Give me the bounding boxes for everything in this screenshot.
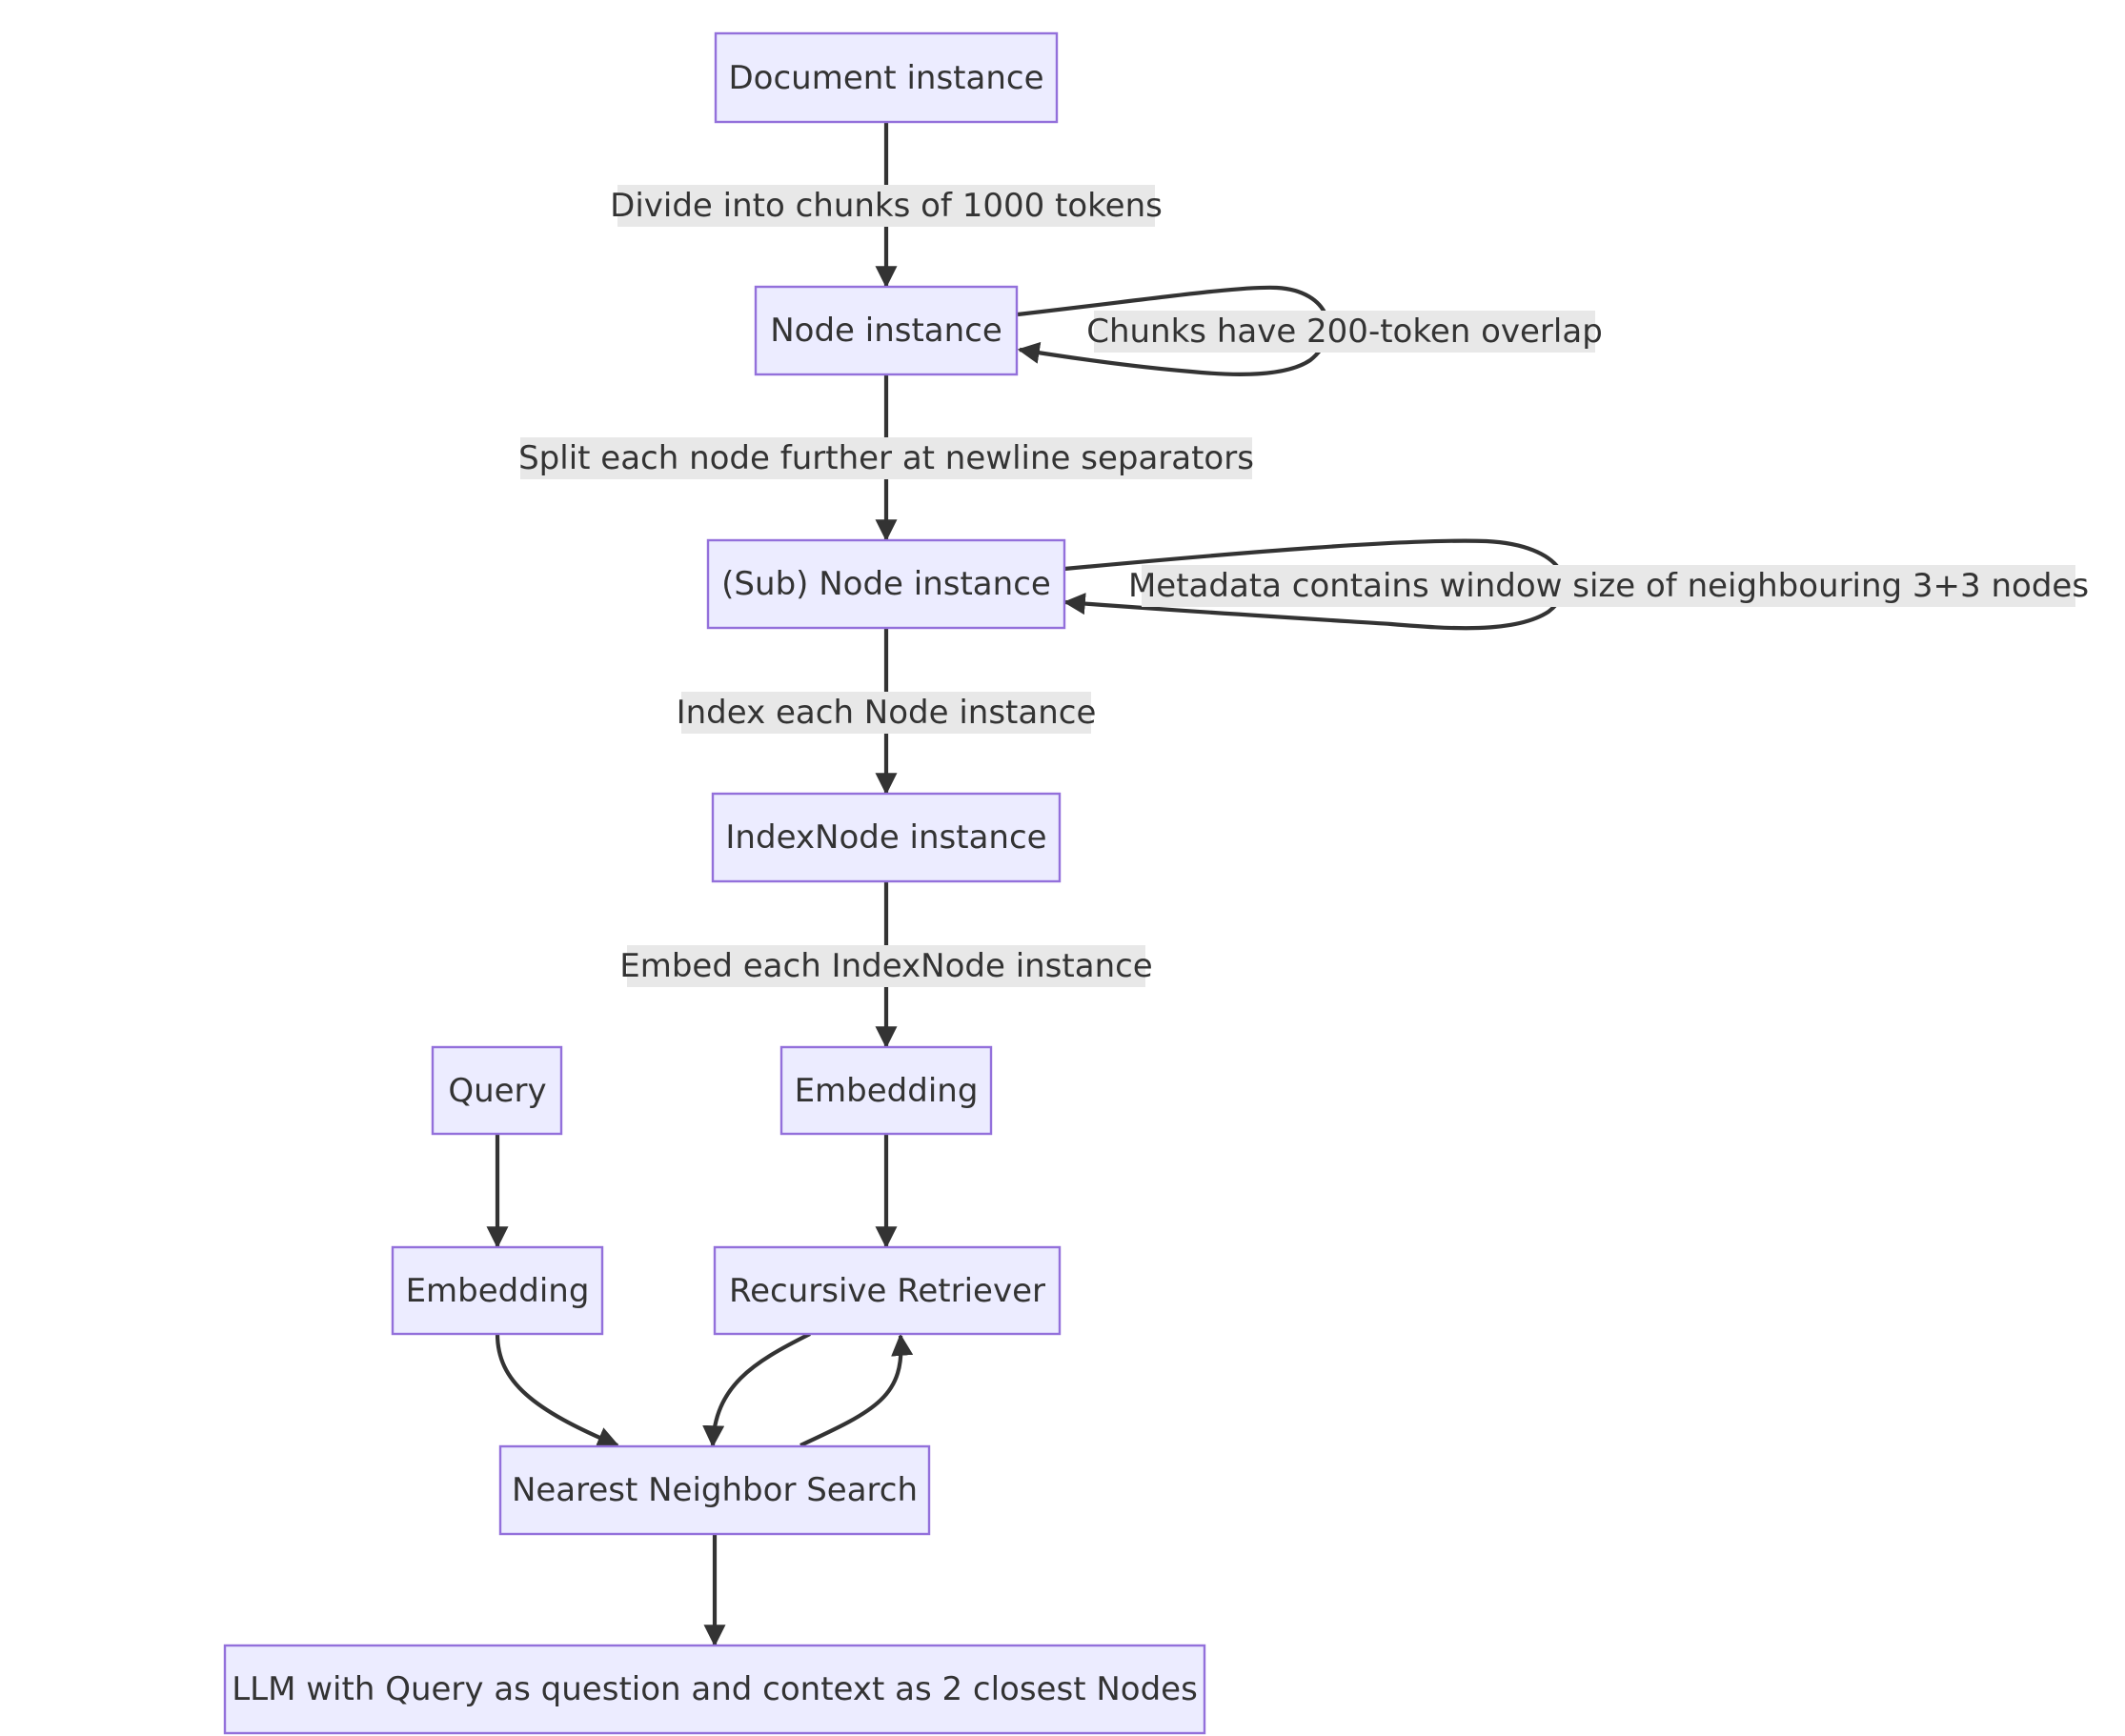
node-nearest-neighbor-search-label: Nearest Neighbor Search [512,1471,918,1509]
node-query-label: Query [448,1072,546,1110]
node-node-instance-label: Node instance [770,312,1002,350]
node-document-instance-label: Document instance [729,59,1044,97]
node-indexnode-instance[interactable]: IndexNode instance [711,792,1062,883]
node-subnode-instance[interactable]: (Sub) Node instance [706,538,1066,630]
node-embedding-left[interactable]: Embedding [391,1245,604,1336]
edge-node-self-loop [1017,285,1330,376]
edge-label-embed-text: Embed each IndexNode instance [619,947,1152,985]
edge-embedding-to-nns [495,1333,620,1448]
node-embedding-right-label: Embedding [795,1072,979,1110]
edge-label-divide-text: Divide into chunks of 1000 tokens [610,187,1163,225]
node-node-instance[interactable]: Node instance [754,285,1019,376]
node-indexnode-instance-label: IndexNode instance [725,818,1046,857]
edge-subnode-self-loop [1062,538,1567,631]
edge-label-index-text: Index each Node instance [677,694,1097,732]
edge-label-metadata: Metadata contains window size of neighbo… [1128,565,2089,607]
edge-labels: Divide into chunks of 1000 tokens Chunks… [518,185,2089,987]
node-embedding-right[interactable]: Embedding [779,1045,993,1136]
node-document-instance[interactable]: Document instance [714,31,1059,124]
nodes: Document instance Node instance (Sub) No… [223,31,1206,1735]
node-llm[interactable]: LLM with Query as question and context a… [223,1644,1206,1735]
edge-label-split: Split each node further at newline separ… [518,437,1254,479]
edge-retriever-to-nns [702,1332,811,1448]
edge-label-overlap: Chunks have 200-token overlap [1086,311,1603,353]
edge-label-index: Index each Node instance [677,692,1097,734]
node-embedding-left-label: Embedding [406,1272,590,1310]
edge-label-overlap-text: Chunks have 200-token overlap [1086,313,1603,351]
node-nearest-neighbor-search[interactable]: Nearest Neighbor Search [498,1444,931,1536]
node-recursive-retriever[interactable]: Recursive Retriever [713,1245,1062,1336]
edge-label-metadata-text: Metadata contains window size of neighbo… [1128,567,2089,605]
edge-label-embed: Embed each IndexNode instance [619,945,1153,987]
edge-label-split-text: Split each node further at newline separ… [518,439,1254,477]
node-query[interactable]: Query [431,1045,563,1136]
node-llm-label: LLM with Query as question and context a… [232,1670,1198,1708]
edge-nns-to-retriever [799,1333,914,1447]
edge-label-divide: Divide into chunks of 1000 tokens [610,185,1163,227]
node-subnode-instance-label: (Sub) Node instance [721,565,1051,603]
node-recursive-retriever-label: Recursive Retriever [729,1272,1045,1310]
